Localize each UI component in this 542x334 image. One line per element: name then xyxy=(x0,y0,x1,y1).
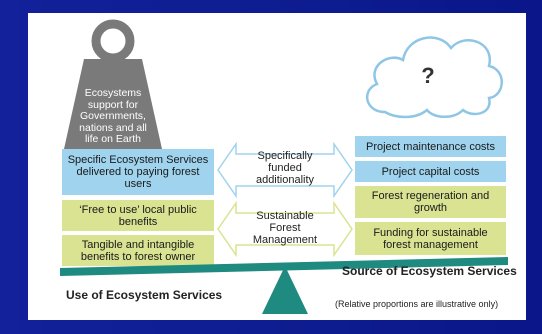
right-box-maintenance-costs: Project maintenance costs xyxy=(355,136,506,157)
balance-beam xyxy=(60,257,508,276)
weight-icon xyxy=(64,19,162,149)
weight-label: Ecosystems support for Governments, nati… xyxy=(79,87,147,145)
double-arrow-sfm xyxy=(217,201,353,257)
question-mark: ? xyxy=(421,63,435,88)
arrow-label-sfm: Sustainable Forest Management xyxy=(252,210,318,246)
arrow-label-additionality: Specifically funded additionality xyxy=(255,150,315,186)
cloud-icon xyxy=(365,36,503,119)
right-box-forest-regeneration: Forest regeneration and growth xyxy=(355,186,506,218)
source-label: Source of Ecosystem Services xyxy=(342,264,517,278)
left-box-ecosystem-services: Specific Ecosystem Services delivered to… xyxy=(62,149,214,195)
left-box-owner-benefits: Tangible and intangible benefits to fore… xyxy=(62,235,214,266)
illustrative-note: (Relative proportions are illustrative o… xyxy=(335,299,499,309)
double-arrow-additionality xyxy=(217,142,353,198)
left-box-public-benefits: ‘Free to use’ local public benefits xyxy=(62,200,214,231)
right-box-sfm-funding: Funding for sustainable forest managemen… xyxy=(355,222,506,255)
fulcrum xyxy=(262,266,308,314)
right-box-capital-costs: Project capital costs xyxy=(355,161,506,182)
use-label: Use of Ecosystem Services xyxy=(66,288,223,302)
